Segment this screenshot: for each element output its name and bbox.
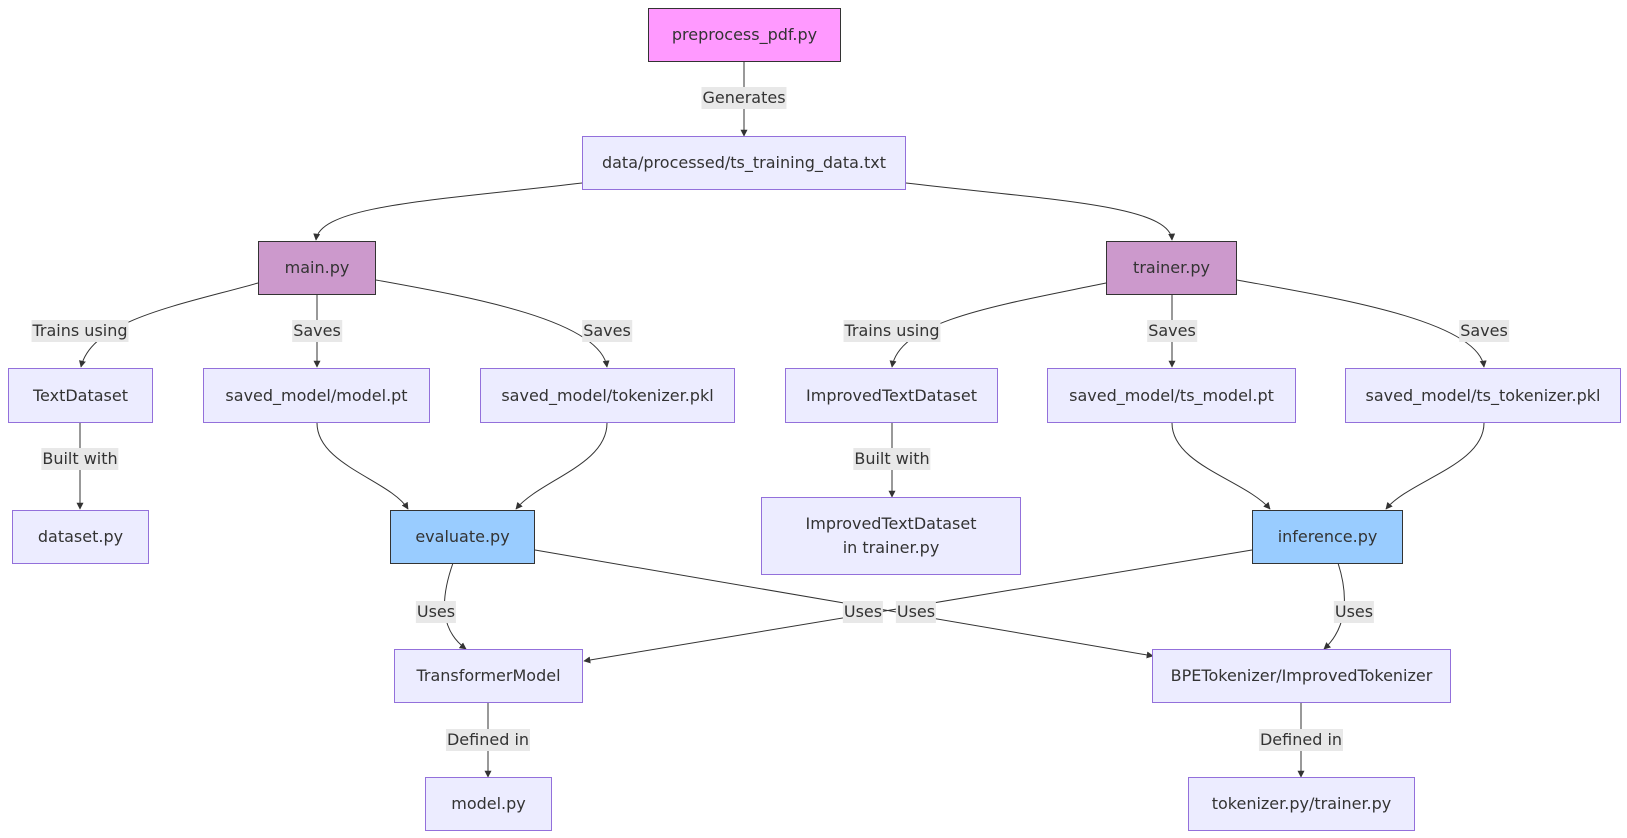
edge-label-evaluate-uses-bpe: Uses bbox=[842, 601, 884, 623]
node-transformer-model[interactable]: TransformerModel bbox=[394, 649, 583, 703]
node-evaluate-py[interactable]: evaluate.py bbox=[390, 510, 535, 564]
edge-trainer-to-improved bbox=[889, 282, 1107, 368]
edge-label-trainer-trains-using: Trains using bbox=[843, 320, 941, 342]
edge-label-main-trains-using: Trains using bbox=[31, 320, 129, 342]
edge-label-inference-uses-bpe: Uses bbox=[1333, 601, 1375, 623]
edge-ts-model-to-inference bbox=[1171, 422, 1271, 510]
edge-label-bpe-defined-in: Defined in bbox=[1258, 729, 1344, 751]
node-training-data[interactable]: data/processed/ts_training_data.txt bbox=[582, 136, 906, 190]
edge-data-to-trainer bbox=[905, 182, 1176, 241]
edge-data-to-main bbox=[313, 182, 583, 241]
node-trainer-py[interactable]: trainer.py bbox=[1106, 241, 1237, 295]
edge-model-pt-to-evaluate bbox=[316, 422, 409, 510]
node-saved-tokenizer-pkl[interactable]: saved_model/tokenizer.pkl bbox=[480, 368, 735, 423]
edge-main-to-tokenizer-pkl bbox=[375, 279, 610, 368]
edge-label-textdataset-built-with: Built with bbox=[41, 448, 119, 470]
node-main-py[interactable]: main.py bbox=[258, 241, 376, 295]
node-tokenizer-py[interactable]: tokenizer.py/trainer.py bbox=[1188, 777, 1415, 831]
edge-label-trainer-saves-tokenizer: Saves bbox=[1459, 320, 1509, 342]
edge-trainer-to-ts-tokenizer bbox=[1236, 279, 1487, 368]
edge-label-generates: Generates bbox=[701, 87, 787, 109]
node-dataset-py[interactable]: dataset.py bbox=[12, 510, 149, 564]
edge-main-to-textdataset bbox=[79, 282, 259, 368]
edge-tokenizer-pkl-to-evaluate bbox=[515, 422, 608, 510]
node-improved-text-dataset[interactable]: ImprovedTextDataset bbox=[785, 368, 998, 423]
edge-label-evaluate-uses-transformer: Uses bbox=[415, 601, 457, 623]
node-model-py[interactable]: model.py bbox=[425, 777, 552, 831]
edge-label-transformer-defined-in: Defined in bbox=[445, 729, 531, 751]
node-textdataset[interactable]: TextDataset bbox=[8, 368, 153, 423]
edge-label-main-saves-tokenizer: Saves bbox=[582, 320, 632, 342]
node-saved-ts-model-pt[interactable]: saved_model/ts_model.pt bbox=[1047, 368, 1296, 423]
edge-label-improved-built-with: Built with bbox=[853, 448, 931, 470]
edge-label-trainer-saves-model: Saves bbox=[1147, 320, 1197, 342]
edge-label-inference-uses-transformer: Uses bbox=[895, 601, 937, 623]
node-bpe-tokenizer[interactable]: BPETokenizer/ImprovedTokenizer bbox=[1152, 649, 1451, 703]
node-inference-py[interactable]: inference.py bbox=[1252, 510, 1403, 564]
edge-label-main-saves-model: Saves bbox=[292, 320, 342, 342]
node-improved-in-trainer[interactable]: ImprovedTextDataset in trainer.py bbox=[761, 497, 1021, 575]
node-saved-ts-tokenizer-pkl[interactable]: saved_model/ts_tokenizer.pkl bbox=[1345, 368, 1621, 423]
node-preprocess-pdf[interactable]: preprocess_pdf.py bbox=[648, 8, 841, 62]
edge-ts-tokenizer-to-inference bbox=[1385, 422, 1485, 510]
node-saved-model-pt[interactable]: saved_model/model.pt bbox=[203, 368, 430, 423]
